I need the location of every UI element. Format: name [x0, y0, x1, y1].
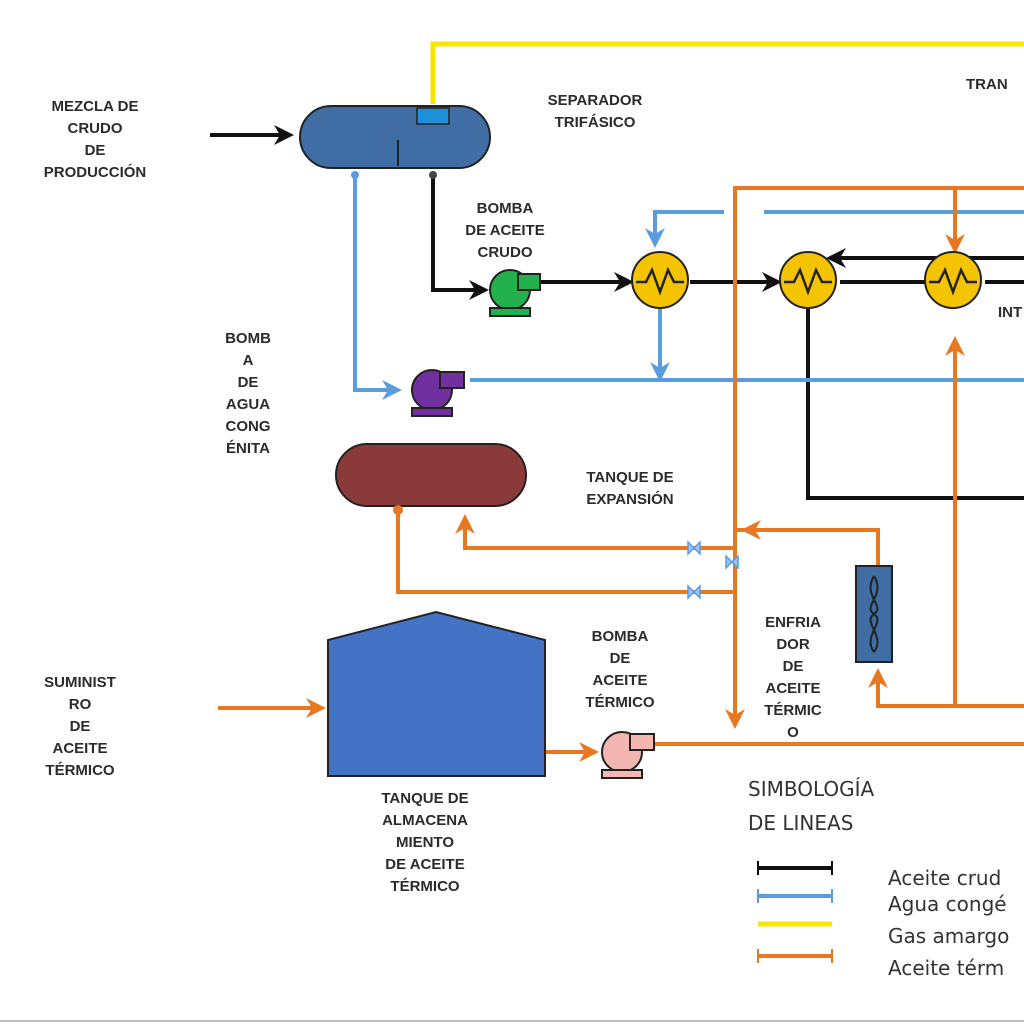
crude-oil-pump: [489, 269, 541, 317]
water-pump: [411, 369, 465, 417]
thermal-oil-lines: [218, 186, 1024, 762]
thermal-oil-pump: [601, 731, 655, 779]
thermal-oil-cooler: [855, 565, 893, 663]
gas-line: [430, 41, 1024, 104]
label-tanque-expansion: TANQUE DE EXPANSIÓN: [586, 469, 674, 508]
three-phase-separator: [299, 105, 491, 179]
heat-exchanger-1: [631, 251, 689, 309]
storage-tank: [327, 610, 546, 777]
label-tran: TRAN: [966, 76, 1008, 93]
label-int: INT: [998, 304, 1023, 321]
heat-exchanger-2: [779, 251, 837, 309]
label-separador-trifasico: SEPARADOR TRIFÁSICO: [547, 92, 643, 131]
heat-exchanger-3: [924, 251, 982, 309]
legend-title: SIMBOLOGÍA DE LINEAS: [748, 777, 875, 835]
legend-orange-line: [757, 949, 833, 963]
valve-icons: [687, 540, 739, 600]
label-bomba-aceite-crudo: BOMBA DE ACEITE CRUDO: [465, 200, 545, 261]
label-bomba-aceite-termico: BOMBA DE ACEITE TÉRMICO: [585, 628, 655, 711]
legend-label-crude: Aceite crud: [888, 866, 1002, 890]
legend-black-line: [757, 861, 833, 875]
label-bomba-agua-congenita: BOMB A DE AGUA CONG ÉNITA: [225, 330, 271, 457]
legend-label-water: Agua congé: [888, 892, 1007, 916]
label-suministro-aceite: SUMINIST RO DE ACEITE TÉRMICO: [44, 674, 116, 779]
legend-blue-line: [757, 889, 833, 903]
label-tanque-almacenamiento: TANQUE DE ALMACENA MIENTO DE ACEITE TÉRM…: [381, 790, 469, 895]
expansion-tank: [335, 443, 527, 515]
label-mezcla-crudo: MEZCLA DE CRUDO DE PRODUCCIÓN: [43, 98, 147, 181]
legend-label-thermal: Aceite térm: [888, 956, 1005, 980]
legend-label-gas: Gas amargo: [888, 924, 1010, 948]
label-enfriador-aceite: ENFRIA DOR DE ACEITE TÉRMIC O: [764, 614, 822, 741]
